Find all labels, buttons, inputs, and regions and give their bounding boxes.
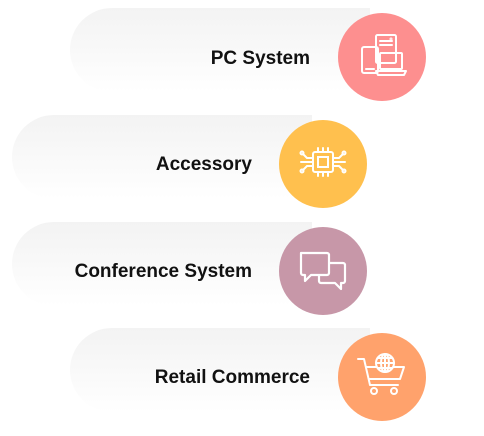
retail-commerce-icon-circle [332,331,426,423]
pc-system-label: PC System [210,48,310,69]
retail-commerce-card[interactable] [70,328,370,412]
conference-system-icon-circle [273,225,367,317]
pc-system-icon-circle [332,11,426,103]
accessory-card[interactable] [12,115,312,199]
conference-system-label: Conference System [74,261,252,282]
conference-system-card[interactable] [12,222,312,306]
devices-icon [361,34,407,76]
pc-system-card[interactable] [70,8,370,92]
retail-commerce-label: Retail Commerce [154,367,310,388]
chat-bubbles-icon [299,251,347,291]
shopping-cart-globe-icon [357,353,405,395]
accessory-icon-circle [273,118,367,210]
chip-icon [299,147,347,177]
accessory-label: Accessory [155,154,252,175]
